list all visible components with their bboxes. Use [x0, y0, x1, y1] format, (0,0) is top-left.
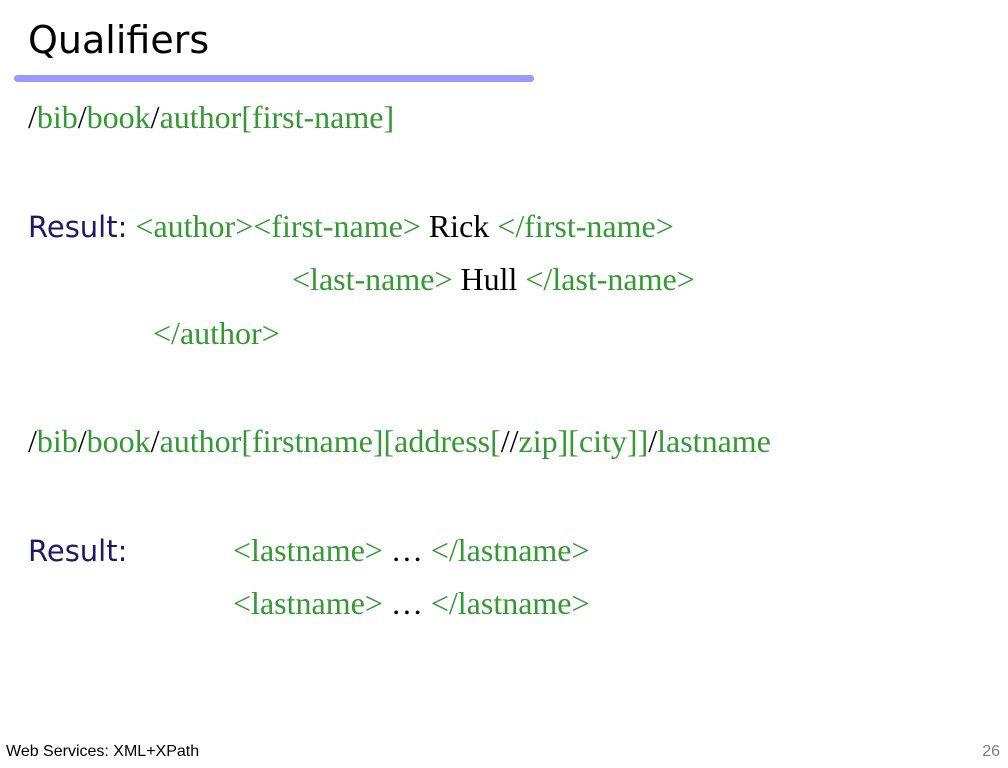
- path-step-bib: bib: [36, 99, 78, 135]
- path-step-author-qualifiers: author[firstname][address[: [159, 423, 501, 459]
- result-1-line-2: <last-name> Hull </last-name>: [292, 259, 695, 299]
- path-separator: /: [150, 99, 160, 135]
- footer-page-number: 26: [982, 743, 1000, 760]
- result-2-line-2: <lastname> … </lastname>: [233, 583, 590, 623]
- xml-tag-open-last-name: <last-name>: [292, 261, 453, 297]
- xml-tag-close-lastname: </lastname>: [430, 532, 590, 568]
- path-descendant-separator: //: [500, 423, 519, 459]
- xml-text-ellipsis: …: [382, 532, 431, 568]
- xml-text-ellipsis: …: [382, 585, 431, 621]
- xml-tag-close-first-name: </first-name>: [497, 208, 674, 244]
- xml-text-value: Rick: [420, 208, 498, 244]
- path-step-book: book: [86, 423, 151, 459]
- xpath-expression-1: /bib/book/author[first-name]: [28, 97, 394, 137]
- result-2-label-line: Result:: [28, 530, 127, 571]
- xml-tag-close-lastname: </lastname>: [430, 585, 590, 621]
- xml-text-value: Hull: [452, 261, 526, 297]
- xml-tag-open-lastname: <lastname>: [233, 532, 383, 568]
- path-separator: /: [150, 423, 160, 459]
- xml-tag-open-author: <author>: [135, 208, 254, 244]
- path-step-author-qualifier: author[first-name]: [159, 99, 395, 135]
- path-separator: /: [28, 423, 37, 459]
- result-1-line-3: </author>: [153, 313, 280, 353]
- xml-tag-close-author: </author>: [153, 315, 280, 351]
- path-separator: /: [28, 99, 37, 135]
- result-1-line-1: Result: <author><first-name> Rick </firs…: [28, 206, 674, 247]
- xpath-expression-2: /bib/book/author[firstname][address[//zi…: [28, 421, 771, 461]
- path-separator: /: [77, 99, 87, 135]
- result-label: Result:: [28, 210, 128, 244]
- title-underline: [14, 75, 534, 82]
- path-step-book: book: [86, 99, 151, 135]
- path-qualifier-zip-city: zip][city]]: [518, 423, 649, 459]
- xml-tag-open-first-name: <first-name>: [253, 208, 421, 244]
- path-step-bib: bib: [36, 423, 78, 459]
- xml-tag-open-lastname: <lastname>: [233, 585, 383, 621]
- path-separator: /: [648, 423, 658, 459]
- xml-tag-close-last-name: </last-name>: [525, 261, 695, 297]
- path-step-lastname: lastname: [657, 423, 771, 459]
- path-separator: /: [77, 423, 87, 459]
- result-2-line-1: <lastname> … </lastname>: [233, 530, 590, 570]
- slide-title: Qualifiers: [28, 18, 210, 62]
- footer-course-title: Web Services: XML+XPath: [6, 743, 200, 760]
- result-label: Result:: [28, 534, 128, 568]
